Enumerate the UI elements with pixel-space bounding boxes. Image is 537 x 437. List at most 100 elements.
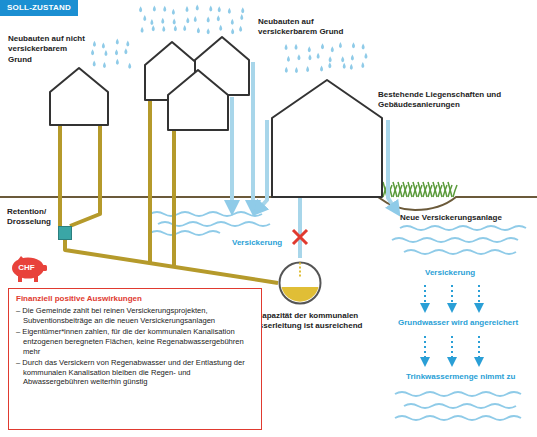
rain-drop xyxy=(341,56,344,62)
grass-blade xyxy=(418,182,422,197)
rain-drop xyxy=(186,17,189,23)
rain-drop xyxy=(91,49,94,55)
node-label: CHF xyxy=(18,263,34,273)
rain-drop xyxy=(162,26,165,32)
sewer-circle xyxy=(280,263,321,304)
rain-drop xyxy=(196,4,199,10)
grass-blade xyxy=(398,182,402,197)
grass-blade xyxy=(413,182,417,197)
sewer-capacity-circle: Die Kapazität der kommunalen Abwasserlei… xyxy=(278,261,322,305)
rain-drop xyxy=(285,44,288,50)
rain-drop xyxy=(93,61,96,67)
rain-drop xyxy=(126,40,129,46)
grass-blade xyxy=(403,182,407,197)
rain-drop xyxy=(231,28,234,34)
rain-drop xyxy=(240,14,243,20)
grass-blade xyxy=(393,182,397,197)
rain-drop xyxy=(328,62,331,68)
retention-box: Retention/ Drosselung xyxy=(58,226,72,240)
piggy-leg xyxy=(34,275,38,282)
rain-drop xyxy=(321,43,324,49)
grass-blade xyxy=(448,182,452,197)
rain-drop xyxy=(143,15,146,21)
diagram-label: Trinkwassermenge nimmt zu xyxy=(406,372,532,382)
rain-drop xyxy=(209,6,212,12)
rain-drop xyxy=(207,28,210,34)
rain-drop xyxy=(115,49,118,55)
rain-drop xyxy=(295,44,298,50)
sewage-fill xyxy=(282,287,319,302)
rain-drop xyxy=(197,27,200,33)
grass-blade xyxy=(408,182,412,197)
rain-drop xyxy=(308,46,311,52)
rain-drop xyxy=(194,16,197,22)
status-tag: SOLL-ZUSTAND xyxy=(0,0,78,16)
rain-drop xyxy=(150,19,153,25)
rain-drop xyxy=(339,42,342,48)
rain-drop xyxy=(317,53,320,59)
inflow-stream xyxy=(299,263,301,278)
rain-drop xyxy=(350,64,353,70)
grass-blade xyxy=(443,182,447,197)
rain-drop xyxy=(361,62,364,68)
bullet-item: – Durch das Versickern von Regenabwasser… xyxy=(16,358,254,388)
diagram-label: Versickerung xyxy=(425,268,495,278)
rain-drop xyxy=(287,56,290,62)
rainwater-pipes xyxy=(232,62,396,258)
grass-blade xyxy=(438,182,442,197)
piggy-bank: CHF xyxy=(8,256,48,283)
rain-drop xyxy=(183,25,186,31)
rain-drop xyxy=(93,41,96,47)
rain-drop xyxy=(128,63,131,69)
rain-drop xyxy=(228,8,231,14)
rain-drop xyxy=(139,6,142,12)
rain-drop xyxy=(239,26,242,32)
rain-drop xyxy=(320,65,323,71)
rain-drop xyxy=(351,54,354,60)
node-label: Retention/ Drosselung xyxy=(7,207,55,228)
rain-drop xyxy=(102,42,105,48)
rain-drop xyxy=(308,54,311,60)
grass-blade xyxy=(453,185,457,197)
rain-drop xyxy=(207,16,210,22)
rain-drop xyxy=(116,38,119,44)
rain-drop xyxy=(343,63,346,69)
rain-drop xyxy=(297,54,300,60)
rain-drop xyxy=(217,15,220,21)
diagram-label: Neubauten auf versickerbarem Grund xyxy=(258,17,354,38)
rain-drop xyxy=(329,56,332,62)
piggy-body xyxy=(12,258,44,279)
rain-drop xyxy=(352,42,355,48)
rain-drop xyxy=(362,43,365,49)
rain-drop xyxy=(295,67,298,73)
rain-drop xyxy=(186,6,189,12)
blocked-pipe-mark xyxy=(293,230,307,244)
rain-drop xyxy=(364,53,367,59)
piggy-leg xyxy=(18,275,22,282)
grass-blade xyxy=(428,182,432,197)
bullet-item: – Die Gemeinde zahlt bei reinen Versicke… xyxy=(16,306,254,326)
rain-drop xyxy=(285,67,288,73)
diagram-label: Neubauten auf nicht versickerbarem Grund xyxy=(8,34,90,65)
rain-drop xyxy=(172,9,175,15)
box-heading: Finanziell positive Auswirkungen xyxy=(16,294,254,304)
rain-drop xyxy=(124,48,127,54)
grass-blade xyxy=(423,182,427,197)
diagram-label: Neue Versickerungsanlage xyxy=(400,213,530,223)
diagram-label: Bestehende Liegenschaften und Gebäudesan… xyxy=(378,90,528,111)
diagram-label: Versickerung xyxy=(232,238,292,248)
rain-drop xyxy=(173,18,176,24)
rain-drop xyxy=(116,59,119,65)
rain-drop xyxy=(218,6,221,12)
benefit-box: Finanziell positive Auswirkungen – Die Ge… xyxy=(8,288,262,430)
rain-drop xyxy=(219,25,222,31)
rain-drop xyxy=(141,27,144,33)
piggy-ear xyxy=(18,256,24,260)
rain-drop xyxy=(104,50,107,56)
rain-drop xyxy=(103,62,106,68)
houses xyxy=(50,37,382,197)
piggy-snout xyxy=(42,265,47,271)
bullet-item: – Eigentümer*innen zahlen, für die der k… xyxy=(16,327,254,357)
rain-drop xyxy=(152,25,155,31)
